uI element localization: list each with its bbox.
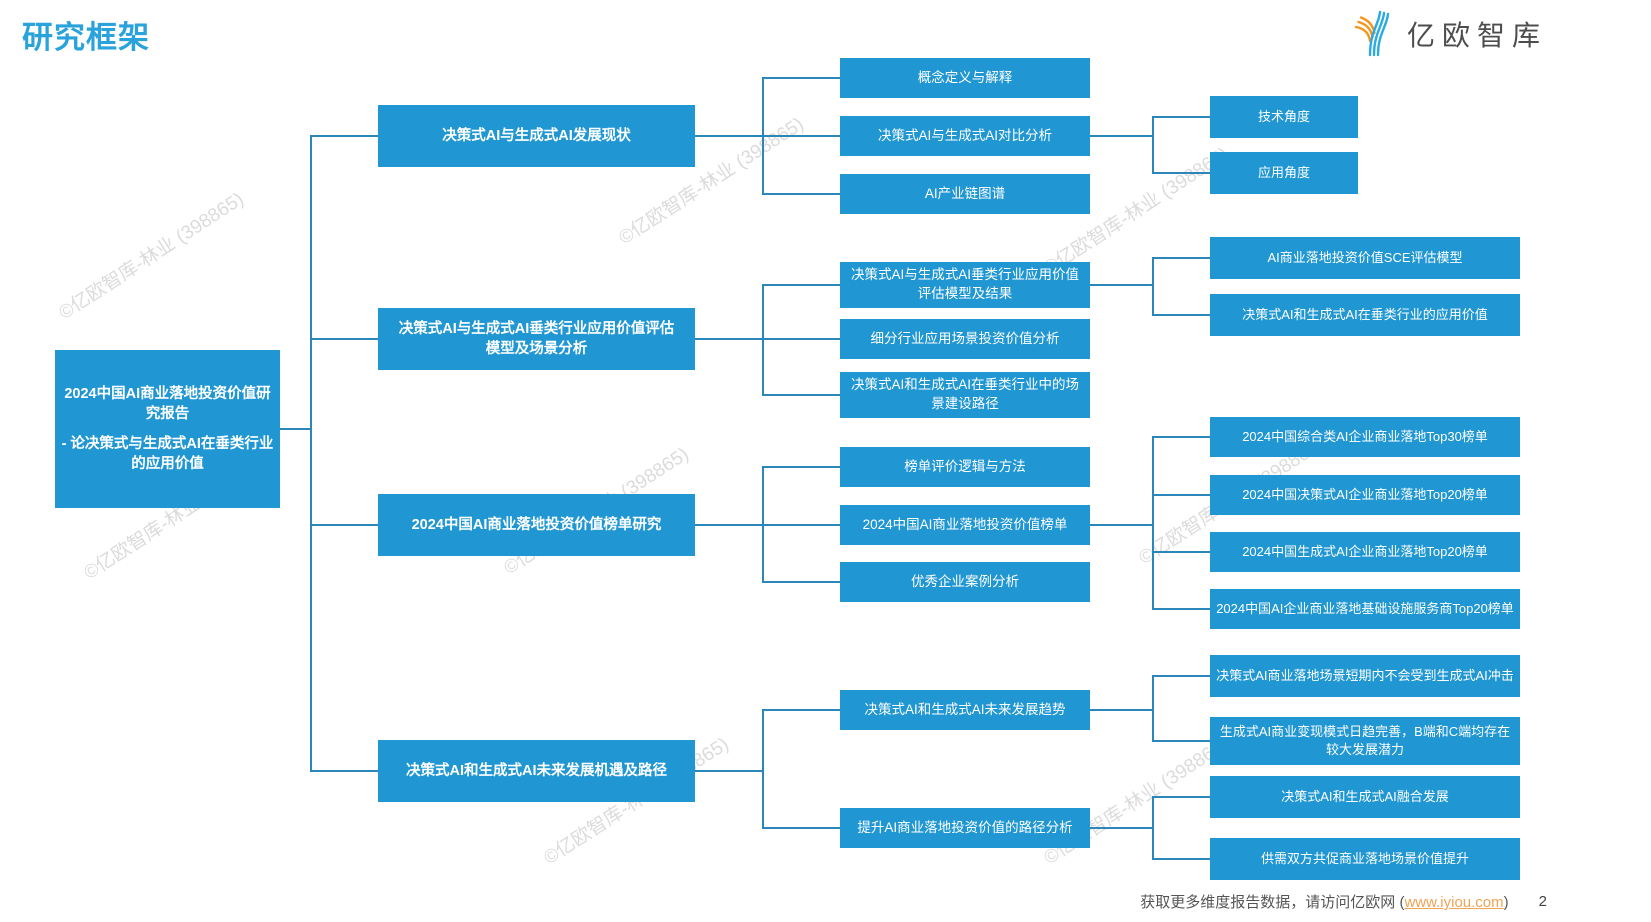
l1-branch-1: 决策式AI与生成式AI发展现状 xyxy=(378,105,695,167)
l2-node-4-1: 决策式AI和生成式AI未来发展趋势 xyxy=(840,690,1090,730)
l2-node-2-1: 决策式AI与生成式AI垂类行业应用价值评估模型及结果 xyxy=(840,262,1090,308)
connector-line xyxy=(762,581,840,583)
l2-node-2-2: 细分行业应用场景投资价值分析 xyxy=(840,319,1090,359)
l2-node-1-2: 决策式AI与生成式AI对比分析 xyxy=(840,116,1090,156)
connector-line xyxy=(695,770,762,772)
connector-line xyxy=(695,338,762,340)
l3-node-app-angle: 应用角度 xyxy=(1210,152,1358,194)
connector-line xyxy=(1152,796,1210,798)
l2-node-3-2: 2024中国AI商业落地投资价值榜单 xyxy=(840,505,1090,545)
connector-line xyxy=(310,135,378,137)
connector-line xyxy=(1152,858,1210,860)
connector-line xyxy=(762,284,764,396)
l2-node-1-1: 概念定义与解释 xyxy=(840,58,1090,98)
connector-line xyxy=(1090,709,1152,711)
l3-node-top20-decision: 2024中国决策式AI企业商业落地Top20榜单 xyxy=(1210,475,1520,515)
connector-line xyxy=(762,709,764,829)
page-number: 2 xyxy=(1538,893,1547,910)
connector-line xyxy=(762,827,840,829)
watermark: ©亿欧智库-林业 (398865) xyxy=(1040,733,1233,869)
connector-line xyxy=(1152,116,1210,118)
l3-node-supply-demand: 供需双方共促商业落地场景价值提升 xyxy=(1210,838,1520,880)
connector-line xyxy=(1152,436,1154,610)
connector-line xyxy=(1090,135,1152,137)
connector-line xyxy=(762,709,840,711)
logo-text: 亿欧智库 xyxy=(1406,19,1547,51)
connector-line xyxy=(310,338,378,340)
connector-line xyxy=(1152,494,1210,496)
l2-node-4-2: 提升AI商业落地投资价值的路径分析 xyxy=(840,808,1090,848)
l1-branch-4: 决策式AI和生成式AI未来发展机遇及路径 xyxy=(378,740,695,802)
connector-line xyxy=(1152,551,1210,553)
l3-node-no-impact: 决策式AI商业落地场景短期内不会受到生成式AI冲击 xyxy=(1210,655,1520,697)
root-title: 2024中国AI商业落地投资价值研究报告 xyxy=(64,385,271,423)
l3-node-vertical-value: 决策式AI和生成式AI在垂类行业的应用价值 xyxy=(1210,294,1520,336)
footer-suffix: ) xyxy=(1503,894,1509,911)
l2-node-1-3: AI产业链图谱 xyxy=(840,174,1090,214)
connector-line xyxy=(1152,257,1154,316)
l3-node-tech-angle: 技术角度 xyxy=(1210,96,1358,138)
connector-line xyxy=(1152,796,1154,860)
connector-line xyxy=(1152,608,1210,610)
connector-line xyxy=(1152,172,1210,174)
connector-line xyxy=(695,135,762,137)
root-subtitle: - 论决策式与生成式AI在垂类行业的应用价值 xyxy=(61,435,274,472)
connector-line xyxy=(1152,675,1154,742)
l3-node-monetization: 生成式AI商业变现模式日趋完善，B端和C端均存在较大发展潜力 xyxy=(1210,717,1520,765)
connector-line xyxy=(1152,314,1210,316)
connector-line xyxy=(280,428,310,430)
root-node: 2024中国AI商业落地投资价值研究报告 - 论决策式与生成式AI在垂类行业的应… xyxy=(55,350,280,508)
page-title: 研究框架 xyxy=(22,20,150,55)
connector-line xyxy=(762,524,840,526)
connector-line xyxy=(310,770,378,772)
connector-line xyxy=(762,284,840,286)
iyiou-link[interactable]: www.iyiou.com xyxy=(1404,894,1504,911)
connector-line xyxy=(1090,827,1152,829)
l2-node-3-3: 优秀企业案例分析 xyxy=(840,562,1090,602)
l2-node-2-3: 决策式AI和生成式AI在垂类行业中的场景建设路径 xyxy=(840,372,1090,418)
connector-line xyxy=(762,77,840,79)
l3-node-fusion: 决策式AI和生成式AI融合发展 xyxy=(1210,776,1520,818)
connector-line xyxy=(1090,524,1152,526)
l3-node-top20-infra: 2024中国AI企业商业落地基础设施服务商Top20榜单 xyxy=(1210,589,1520,629)
watermark: ©亿欧智库-林业 (398865) xyxy=(55,188,248,324)
connector-line xyxy=(1152,675,1210,677)
footer-prefix: 获取更多维度报告数据，请访问亿欧网 ( xyxy=(1140,894,1405,911)
connector-line xyxy=(310,524,378,526)
l2-node-3-1: 榜单评价逻辑与方法 xyxy=(840,447,1090,487)
connector-line xyxy=(762,466,840,468)
connector-line xyxy=(1090,284,1152,286)
connector-line xyxy=(310,135,312,772)
l3-node-top30: 2024中国综合类AI企业商业落地Top30榜单 xyxy=(1210,417,1520,457)
connector-line xyxy=(762,135,840,137)
connector-line xyxy=(1152,740,1210,742)
connector-line xyxy=(695,524,762,526)
l1-branch-3: 2024中国AI商业落地投资价值榜单研究 xyxy=(378,494,695,556)
connector-line xyxy=(1152,257,1210,259)
l3-node-top20-genai: 2024中国生成式AI企业商业落地Top20榜单 xyxy=(1210,532,1520,572)
footer: 获取更多维度报告数据，请访问亿欧网 (www.iyiou.com) 2 xyxy=(1140,891,1547,912)
connector-line xyxy=(1152,436,1210,438)
connector-line xyxy=(762,338,840,340)
l3-node-sce-model: AI商业落地投资价值SCE评估模型 xyxy=(1210,237,1520,279)
connector-line xyxy=(1152,116,1154,174)
footer-text: 获取更多维度报告数据，请访问亿欧网 (www.iyiou.com) xyxy=(1140,891,1508,912)
connector-line xyxy=(762,193,840,195)
logo-y-icon xyxy=(1354,10,1390,57)
l1-branch-2: 决策式AI与生成式AI垂类行业应用价值评估模型及场景分析 xyxy=(378,308,695,370)
company-logo: 亿欧智库 xyxy=(1353,10,1547,57)
connector-line xyxy=(762,394,840,396)
